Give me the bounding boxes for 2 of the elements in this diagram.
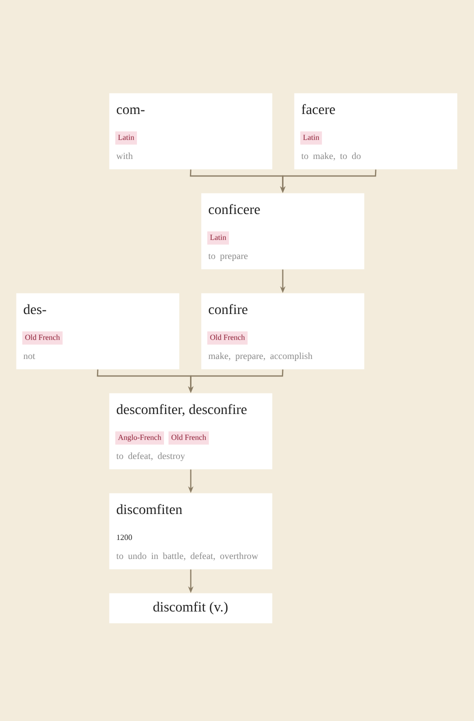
word-card: discomfiten 1200 to undo in battle, defeat, overthrow [109,493,272,570]
word-card: discomfit (v.) [109,593,272,624]
